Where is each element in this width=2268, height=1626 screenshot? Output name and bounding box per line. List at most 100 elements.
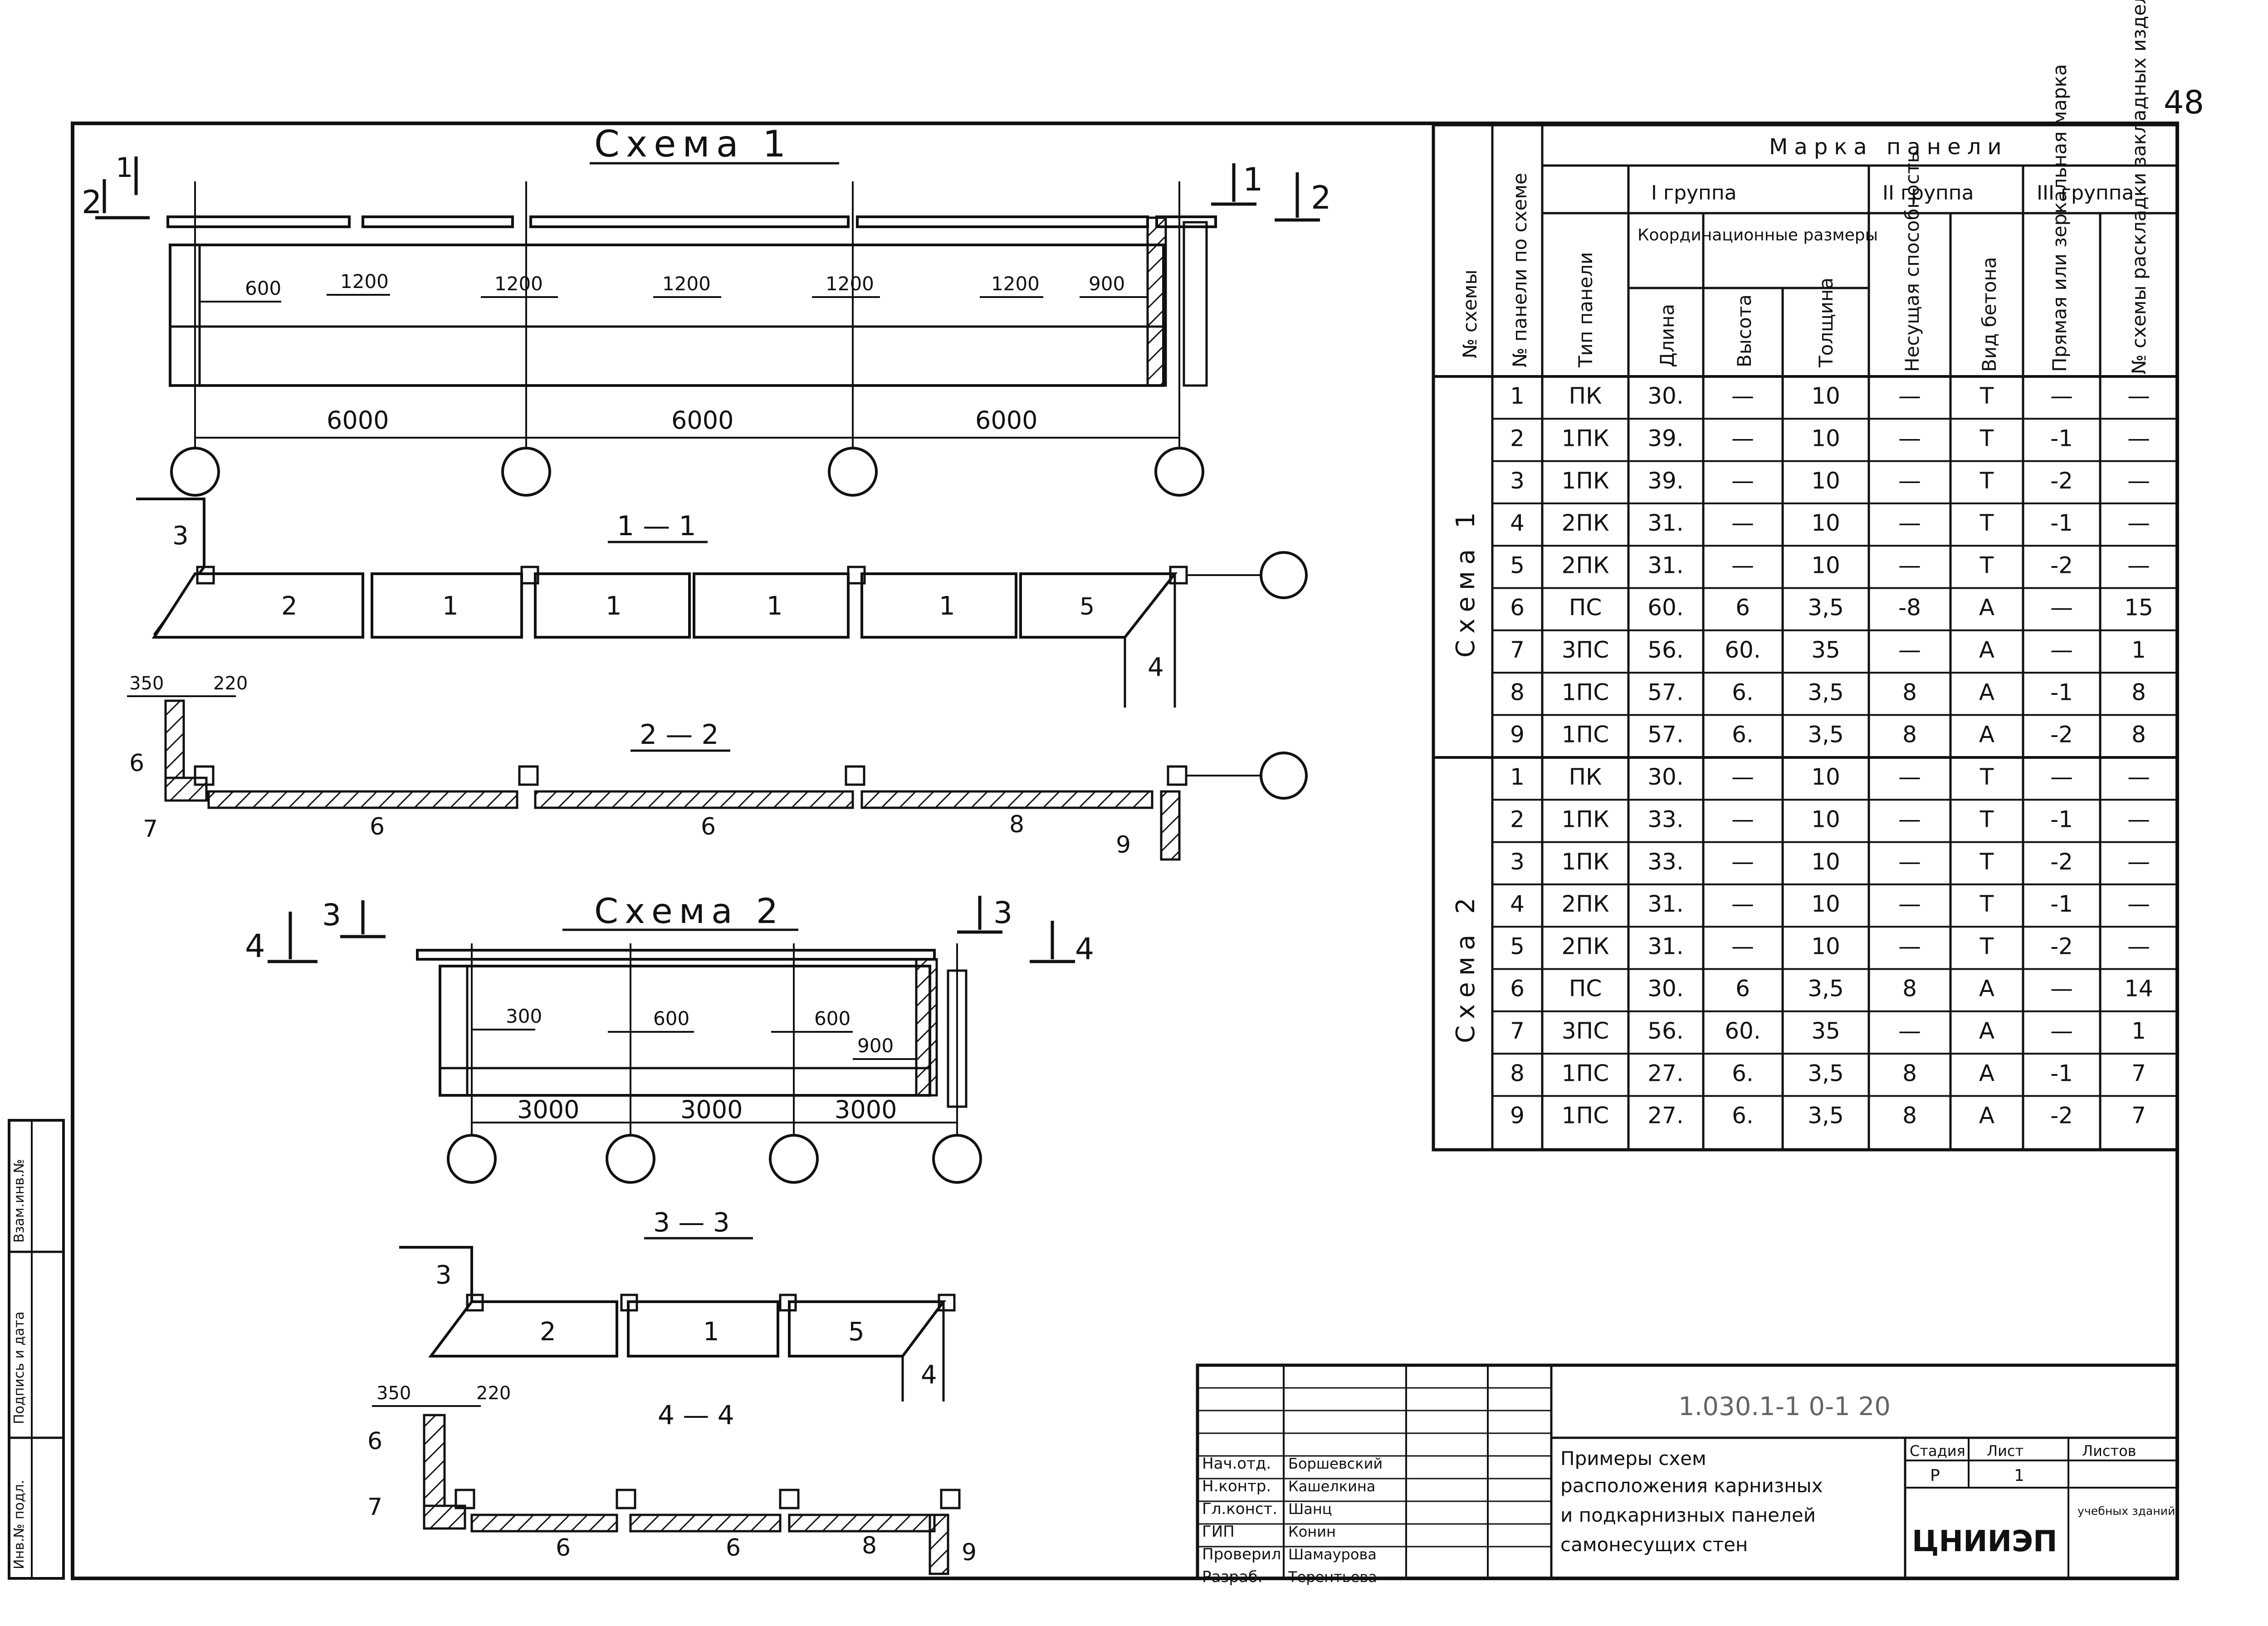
cut-mark-3-left: 3	[322, 898, 341, 933]
stamp-title-4: самонесущих стен	[1560, 1533, 1748, 1556]
table-cell: 10	[1811, 425, 1840, 451]
table-cell: —	[2127, 891, 2150, 917]
sec44-mark-8: 8	[862, 1532, 877, 1559]
col-scheme: № схемы	[1459, 269, 1481, 358]
table-cell: —	[2127, 806, 2150, 832]
panel-mark-table: Марка панели I группа II группа III груп…	[1432, 0, 2179, 1152]
table-cell: 60.	[1647, 595, 1684, 621]
table-cell: 30.	[1647, 383, 1684, 409]
scheme-1-plan: Схема 1 2 1 1 2 600 1200 1200	[82, 123, 1331, 497]
table-title: Марка панели	[1769, 134, 2008, 160]
table-cell: 56.	[1647, 1018, 1684, 1044]
table-cell: -1	[2050, 806, 2073, 832]
s2-dim-600-a: 600	[653, 1007, 689, 1030]
stamp-name: Шанц	[1288, 1500, 1332, 1518]
table-cell: 3,5	[1808, 679, 1844, 705]
table-cell: ПС	[1569, 595, 1602, 621]
table-cell: 8	[1902, 976, 1917, 1002]
scheme-2-title: Схема 2	[594, 891, 784, 931]
table-cell: 3ПС	[1562, 1018, 1609, 1044]
stamp-name: Боршевский	[1288, 1455, 1383, 1472]
sec22-mark-6b: 6	[701, 813, 716, 840]
cut-mark-2-right: 2	[1311, 179, 1331, 216]
table-cell: 9	[1510, 722, 1525, 748]
table-cell: 3,5	[1808, 1103, 1844, 1129]
table-cell: —	[1898, 849, 1921, 875]
table-cell: -2	[2050, 849, 2073, 875]
table-cell: 6	[1735, 595, 1750, 621]
section-2-2: 2 — 2 350 220 6 7 6 6 8 9	[127, 673, 1308, 861]
table-cell: ПК	[1569, 764, 1602, 790]
s1-dim-1200-c: 1200	[662, 273, 711, 295]
cut-mark-4-left: 4	[245, 928, 265, 965]
sec33-mark-3: 3	[435, 1260, 452, 1290]
table-cell: ПК	[1569, 383, 1602, 409]
table-cell: -1	[2050, 891, 2073, 917]
stamp-h-stage: Стадия	[1910, 1442, 1965, 1460]
table-cell: 27.	[1647, 1103, 1684, 1129]
sec33-mark-4: 4	[921, 1360, 937, 1390]
col-length: Длина	[1656, 304, 1678, 367]
section-4-4-title: 4 — 4	[658, 1400, 734, 1431]
cut-mark-1-left: 1	[116, 152, 133, 184]
table-cell: 10	[1811, 383, 1840, 409]
table-cell: 9	[1510, 1103, 1525, 1129]
scheme-2-label: Схема 2	[1451, 891, 1481, 1043]
table-cell: А	[1979, 637, 1994, 663]
table-cell: 1ПК	[1562, 468, 1609, 494]
s1-span-2: 6000	[671, 406, 733, 435]
stamp-role: Гл.конст.	[1202, 1500, 1277, 1518]
axis-bubble	[828, 447, 878, 497]
table-cell: —	[1898, 468, 1921, 494]
table-cell: 1	[2131, 1018, 2146, 1044]
table-cell: —	[1731, 425, 1754, 451]
table-cell: 31.	[1647, 891, 1684, 917]
sec44-mark-7: 7	[367, 1494, 382, 1521]
table-cell: -2	[2050, 552, 2073, 578]
table-cell: А	[1979, 1018, 1994, 1044]
table-cell: 8	[1510, 679, 1525, 705]
table-cell: 6.	[1732, 679, 1754, 705]
sec44-mark-6-left: 6	[367, 1428, 382, 1455]
table-cell: 8	[1902, 1103, 1917, 1129]
table-cell: -2	[2050, 933, 2073, 959]
table-cell: 1	[1510, 764, 1525, 790]
table-cell: 7	[2131, 1060, 2146, 1086]
stamp-role: ГИП	[1202, 1523, 1235, 1541]
table-cell: Т	[1980, 468, 1994, 494]
table-cell: 35	[1811, 1018, 1840, 1044]
table-cell: —	[1731, 891, 1754, 917]
table-cell: 8	[2131, 722, 2146, 748]
sec33-mark-1: 1	[703, 1317, 719, 1347]
table-cell: —	[2127, 510, 2150, 536]
table-cell: Т	[1980, 510, 1994, 536]
table-cell: —	[2050, 976, 2073, 1002]
table-cell: 60.	[1725, 637, 1761, 663]
table-cell: —	[1731, 764, 1754, 790]
table-cell: —	[2050, 1018, 2073, 1044]
table-cell: -8	[1898, 595, 1921, 621]
table-cell: —	[1898, 764, 1921, 790]
table-cell: 6.	[1732, 722, 1754, 748]
sec44-mark-9: 9	[962, 1539, 977, 1566]
col-thickness: Толщина	[1815, 278, 1837, 368]
s2-dim-600-b: 600	[814, 1007, 850, 1030]
table-cell: 14	[2124, 976, 2153, 1002]
table-cell: 2ПК	[1562, 891, 1609, 917]
table-cell: 39.	[1647, 468, 1684, 494]
table-cell: 3,5	[1808, 1060, 1844, 1086]
s1-span-1: 6000	[327, 406, 389, 435]
axis-bubble	[932, 1134, 982, 1184]
table-cell: —	[1898, 933, 1921, 959]
table-cell: 60.	[1725, 1018, 1761, 1044]
table-cell: —	[2127, 764, 2150, 790]
table-cell: 8	[1902, 679, 1917, 705]
table-cell: —	[1731, 552, 1754, 578]
table-cell: А	[1979, 1060, 1994, 1086]
table-cell: —	[2127, 425, 2150, 451]
col-coord: Координационные размеры	[1637, 226, 1878, 244]
sec44-mark-6a: 6	[556, 1534, 571, 1562]
table-cell: 1ПК	[1562, 806, 1609, 832]
table-cell: 3ПС	[1562, 637, 1609, 663]
table-cell: -2	[2050, 722, 2073, 748]
